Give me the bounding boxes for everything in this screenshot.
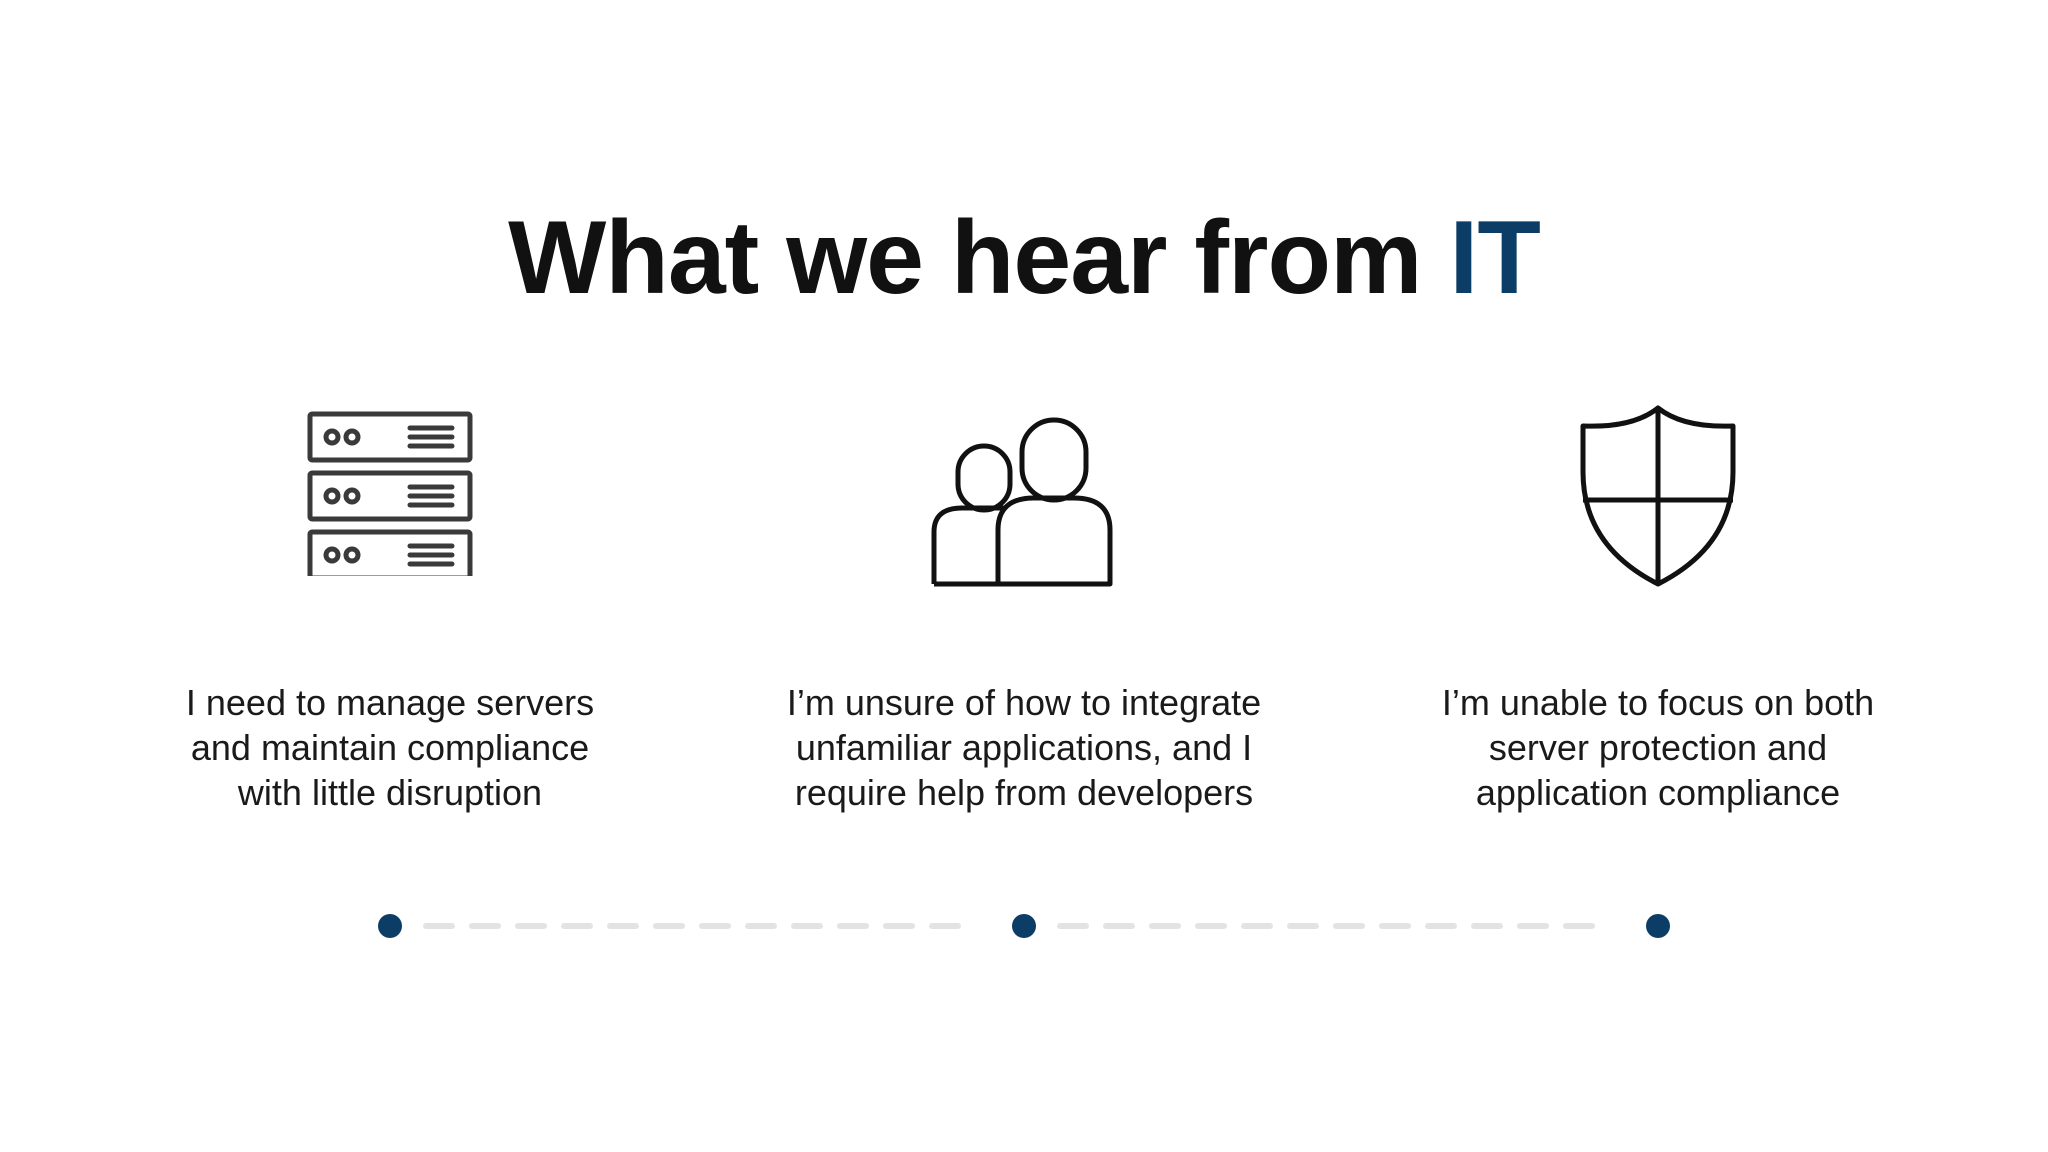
text-line: unfamiliar applications, and I <box>795 727 1253 768</box>
text-line: with little disruption <box>237 772 543 813</box>
timeline-dot <box>1646 914 1670 938</box>
shield-icon <box>1580 405 1736 587</box>
slide-title: What we hear from IT <box>0 196 2048 321</box>
pain-point-text: I need to manage servers and maintain co… <box>110 680 670 815</box>
text-line: require help from developers <box>794 772 1254 813</box>
timeline <box>378 914 1670 938</box>
people-icon <box>931 417 1113 587</box>
text-line: and maintain compliance <box>190 727 590 768</box>
pain-point-servers: I need to manage servers and maintain co… <box>110 400 670 815</box>
text-line: I need to manage servers <box>185 682 595 723</box>
timeline-dot <box>378 914 402 938</box>
pain-point-integration: I’m unsure of how to integrate unfamilia… <box>744 400 1304 815</box>
title-main: What we hear from <box>508 200 1422 316</box>
text-line: I’m unsure of how to integrate <box>786 682 1262 723</box>
pain-point-protection: I’m unable to focus on both server prote… <box>1378 400 1938 815</box>
pain-point-text: I’m unable to focus on both server prote… <box>1378 680 1938 815</box>
title-accent: IT <box>1449 200 1540 316</box>
timeline-dot <box>1012 914 1036 938</box>
pain-point-text: I’m unsure of how to integrate unfamilia… <box>744 680 1304 815</box>
text-line: server protection and <box>1488 727 1828 768</box>
text-line: I’m unable to focus on both <box>1441 682 1875 723</box>
server-rack-icon <box>307 411 473 576</box>
text-line: application compliance <box>1475 772 1841 813</box>
